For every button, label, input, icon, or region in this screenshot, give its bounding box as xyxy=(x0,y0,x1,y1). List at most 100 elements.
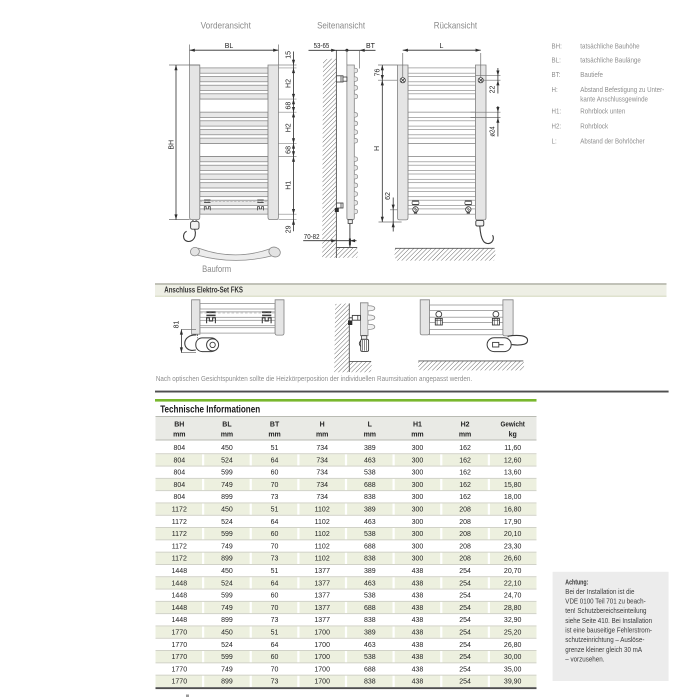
svg-text:1102: 1102 xyxy=(315,543,330,550)
svg-text:438: 438 xyxy=(412,654,424,661)
svg-text:524: 524 xyxy=(221,642,233,649)
svg-text:1172: 1172 xyxy=(172,507,187,514)
svg-text:749: 749 xyxy=(221,482,233,489)
svg-text:grenze kleiner gleich 30 mA: grenze kleiner gleich 30 mA xyxy=(565,645,642,654)
svg-text:899: 899 xyxy=(221,556,233,563)
svg-text:1700: 1700 xyxy=(314,630,330,637)
svg-text:438: 438 xyxy=(412,630,424,637)
svg-text:1770: 1770 xyxy=(172,654,188,661)
svg-text:70: 70 xyxy=(271,605,279,612)
svg-text:463: 463 xyxy=(364,580,376,587)
svg-text:L: L xyxy=(368,421,373,428)
svg-text:688: 688 xyxy=(364,666,376,673)
svg-text:70: 70 xyxy=(271,482,279,489)
svg-text:H2:: H2: xyxy=(552,121,562,130)
svg-text:64: 64 xyxy=(271,519,279,526)
svg-text:254: 254 xyxy=(459,666,471,673)
svg-text:– vorzusehen.: – vorzusehen. xyxy=(565,655,604,664)
svg-text:Seitenansicht: Seitenansicht xyxy=(317,21,365,32)
svg-text:64: 64 xyxy=(271,580,279,587)
svg-text:Rohrblock: Rohrblock xyxy=(580,121,608,130)
svg-text:13,60: 13,60 xyxy=(504,470,522,477)
svg-text:1377: 1377 xyxy=(314,617,330,624)
svg-text:H1: H1 xyxy=(286,181,293,190)
svg-text:1102: 1102 xyxy=(315,507,330,514)
svg-text:300: 300 xyxy=(412,457,424,464)
svg-text:ist eine bauseitige Fehlerstro: ist eine bauseitige Fehlerstrom- xyxy=(565,626,652,635)
svg-text:162: 162 xyxy=(459,470,471,477)
svg-text:300: 300 xyxy=(412,507,424,514)
svg-text:1172: 1172 xyxy=(172,556,187,563)
svg-text:538: 538 xyxy=(364,593,376,600)
svg-text:62: 62 xyxy=(385,192,392,200)
svg-text:60: 60 xyxy=(271,654,279,661)
svg-text:1700: 1700 xyxy=(314,666,330,673)
svg-text:254: 254 xyxy=(459,654,471,661)
svg-text:mm: mm xyxy=(411,431,423,438)
svg-text:804: 804 xyxy=(173,482,185,489)
svg-text:1700: 1700 xyxy=(314,654,330,661)
svg-text:749: 749 xyxy=(221,666,233,673)
svg-text:51: 51 xyxy=(271,568,279,575)
svg-text:463: 463 xyxy=(364,519,376,526)
svg-text:254: 254 xyxy=(459,593,471,600)
svg-text:450: 450 xyxy=(221,445,233,452)
svg-text:29: 29 xyxy=(286,225,293,233)
svg-text:538: 538 xyxy=(364,654,376,661)
svg-text:463: 463 xyxy=(364,457,376,464)
svg-text:73: 73 xyxy=(271,556,279,563)
svg-text:BH:: BH: xyxy=(552,41,562,50)
svg-text:1377: 1377 xyxy=(314,605,330,612)
svg-text:73: 73 xyxy=(271,494,279,501)
svg-text:1377: 1377 xyxy=(314,593,330,600)
svg-text:Achtung:: Achtung: xyxy=(565,577,588,586)
svg-text:BH: BH xyxy=(169,140,176,150)
svg-text:BL: BL xyxy=(222,421,232,428)
svg-text:438: 438 xyxy=(412,666,424,673)
svg-text:20,10: 20,10 xyxy=(504,531,522,538)
svg-text:438: 438 xyxy=(412,617,424,624)
svg-text:Gewicht: Gewicht xyxy=(500,421,525,428)
svg-text:254: 254 xyxy=(459,679,471,686)
svg-text:H: H xyxy=(374,146,381,151)
svg-text:734: 734 xyxy=(316,470,328,477)
svg-text:438: 438 xyxy=(412,642,424,649)
svg-text:51: 51 xyxy=(271,445,279,452)
svg-text:1770: 1770 xyxy=(172,630,188,637)
svg-text:schutzeinrichtung – Auslöse-: schutzeinrichtung – Auslöse- xyxy=(565,635,645,644)
svg-text:73: 73 xyxy=(271,617,279,624)
svg-text:Bei der Installation ist die: Bei der Installation ist die xyxy=(565,587,634,596)
svg-text:438: 438 xyxy=(412,593,424,600)
svg-text:81: 81 xyxy=(173,321,180,329)
svg-text:20,70: 20,70 xyxy=(504,568,522,575)
svg-text:Abstand Befestigung zu Unter-: Abstand Befestigung zu Unter- xyxy=(580,85,664,94)
svg-text:mm: mm xyxy=(173,431,185,438)
svg-text:12,60: 12,60 xyxy=(504,457,522,464)
svg-text:60: 60 xyxy=(271,470,279,477)
svg-text:749: 749 xyxy=(221,605,233,612)
svg-text:1448: 1448 xyxy=(172,605,188,612)
svg-text:Bauform: Bauform xyxy=(202,264,231,275)
svg-text:64: 64 xyxy=(271,457,279,464)
svg-text:70: 70 xyxy=(271,543,279,550)
svg-text:70-82: 70-82 xyxy=(304,234,320,241)
svg-text:450: 450 xyxy=(221,507,233,514)
svg-text:26,80: 26,80 xyxy=(504,642,522,649)
svg-text:32,90: 32,90 xyxy=(504,617,522,624)
svg-text:450: 450 xyxy=(221,630,233,637)
svg-text:1770: 1770 xyxy=(172,666,188,673)
svg-text:60: 60 xyxy=(271,531,279,538)
svg-text:162: 162 xyxy=(459,457,471,464)
svg-text:1102: 1102 xyxy=(315,556,330,563)
svg-text:208: 208 xyxy=(459,556,471,563)
svg-text:16,80: 16,80 xyxy=(504,507,522,514)
svg-text:1700: 1700 xyxy=(314,679,330,686)
svg-text:30,00: 30,00 xyxy=(504,654,522,661)
svg-text:1172: 1172 xyxy=(172,519,187,526)
svg-text:208: 208 xyxy=(459,507,471,514)
svg-text:838: 838 xyxy=(364,494,376,501)
svg-text:162: 162 xyxy=(459,482,471,489)
svg-text:300: 300 xyxy=(412,543,424,550)
svg-text:22,10: 22,10 xyxy=(504,580,522,587)
svg-text:23,30: 23,30 xyxy=(504,543,522,550)
